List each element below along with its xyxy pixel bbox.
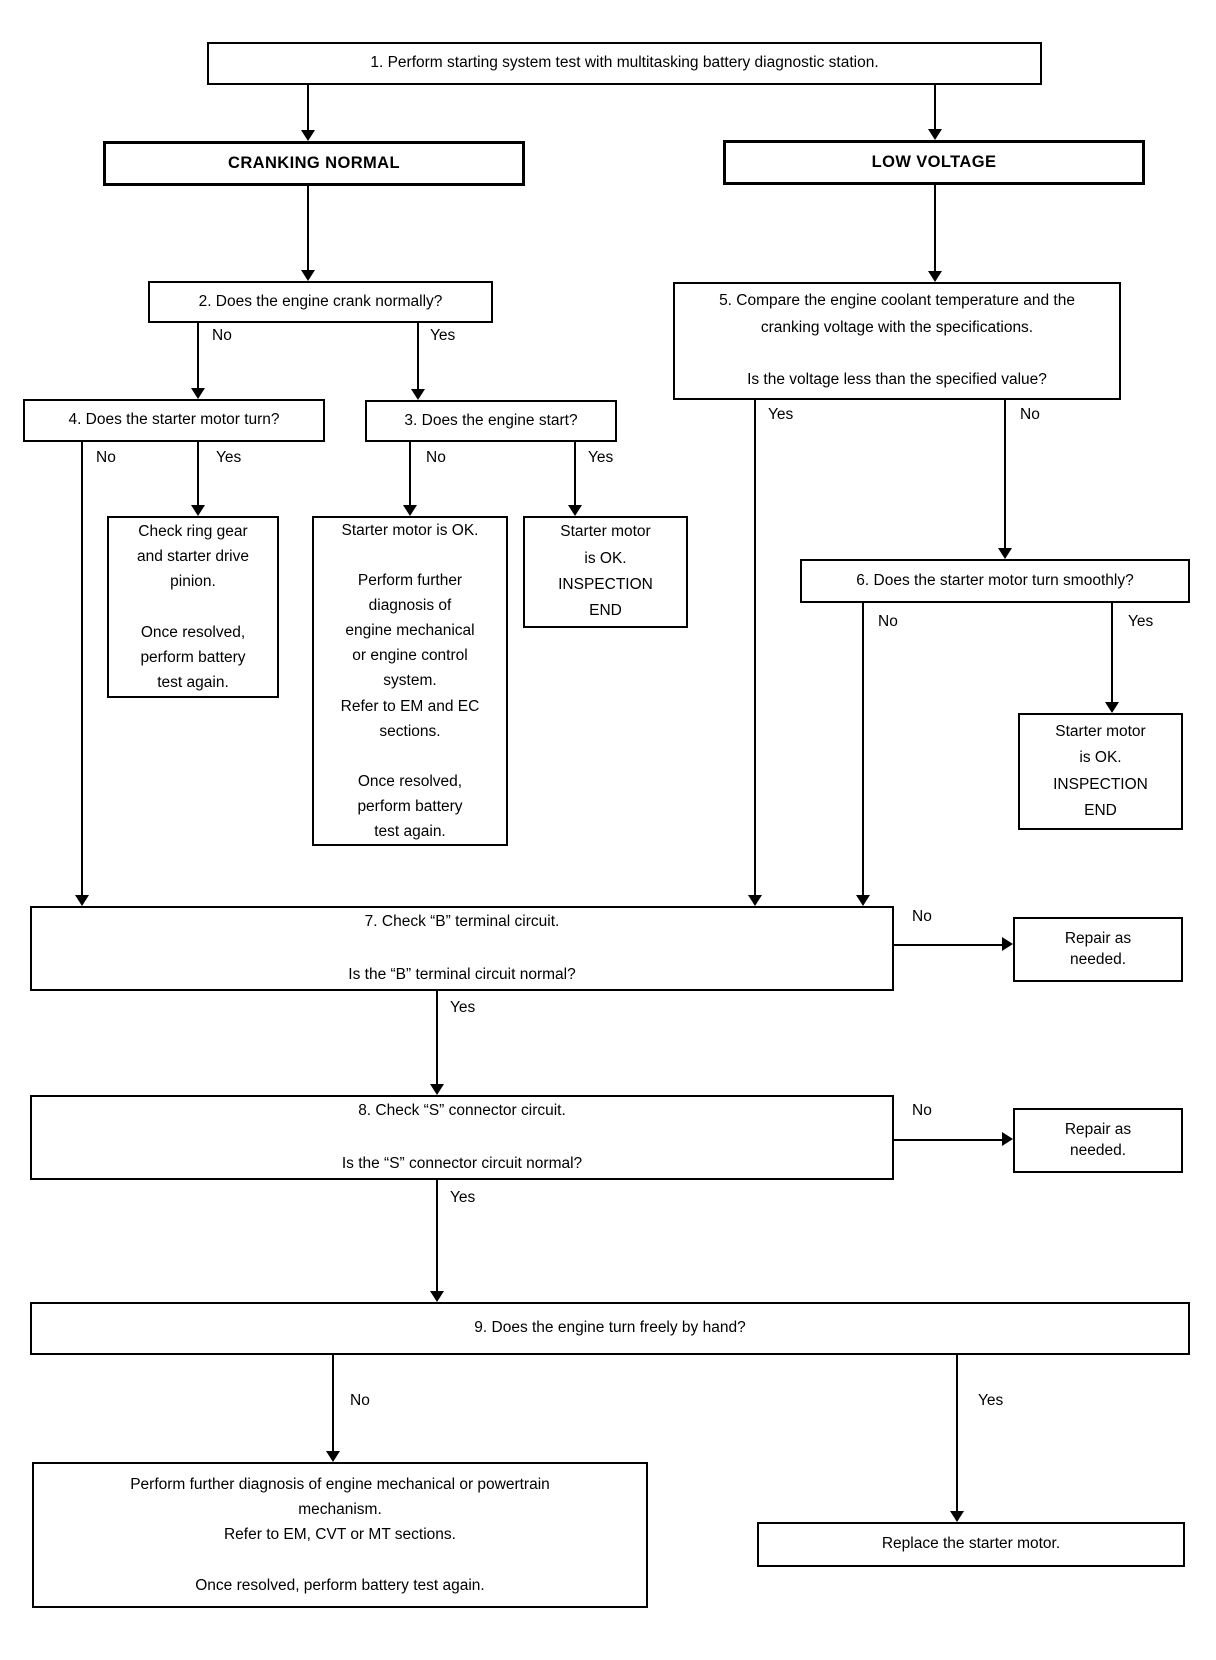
arrowhead-into-step2 xyxy=(301,270,315,281)
node-further-diagnosis: Perform further diagnosis of engine mech… xyxy=(32,1462,648,1608)
arrowhead-into-further-diagnosis xyxy=(326,1451,340,1462)
connector-step4-yes-to-ringgear xyxy=(197,442,199,505)
arrowhead-into-step6 xyxy=(998,548,1012,559)
connector-step3-no-to-diagnosis xyxy=(409,442,411,505)
arrowhead-into-cranking xyxy=(301,130,315,141)
arrowhead-into-step8 xyxy=(430,1084,444,1095)
node-check-ring-gear: Check ring gear and starter drive pinion… xyxy=(107,516,279,698)
branch-label-step5-yes: Yes xyxy=(768,406,794,423)
connector-step5-no-to-step6 xyxy=(1004,400,1006,548)
connector-step3-yes-to-inspection-center xyxy=(574,442,576,505)
node-replace-starter-motor: Replace the starter motor. xyxy=(757,1522,1185,1567)
arrowhead-into-step5 xyxy=(928,271,942,282)
connector-step8-yes-to-step9 xyxy=(436,1180,438,1291)
branch-label-step8-no: No xyxy=(912,1102,932,1119)
connector-step1-to-lowvoltage xyxy=(934,85,936,129)
branch-label-step3-no: No xyxy=(426,449,446,466)
connector-step2-no-to-step4 xyxy=(197,323,199,389)
node-step9: 9. Does the engine turn freely by hand? xyxy=(30,1302,1190,1355)
node-repair-s-connector: Repair as needed. xyxy=(1013,1108,1183,1173)
arrowhead-into-diagnosis xyxy=(403,505,417,516)
connector-step5-yes-to-step7 xyxy=(754,400,756,895)
node-step3: 3. Does the engine start? xyxy=(365,400,617,442)
node-step5: 5. Compare the engine coolant temperatur… xyxy=(673,282,1121,400)
branch-label-step7-yes: Yes xyxy=(450,999,476,1016)
branch-label-step9-no: No xyxy=(350,1392,370,1409)
node-step6: 6. Does the starter motor turn smoothly? xyxy=(800,559,1190,603)
arrowhead-into-lowvoltage xyxy=(928,129,942,140)
connector-step9-no-to-further-diagnosis xyxy=(332,1355,334,1451)
branch-label-step4-no: No xyxy=(96,449,116,466)
arrowhead-into-step4 xyxy=(191,388,205,399)
branch-label-step4-yes: Yes xyxy=(216,449,242,466)
arrowhead-step5yes-into-step7 xyxy=(748,895,762,906)
branch-label-step3-yes: Yes xyxy=(588,449,614,466)
node-step2: 2. Does the engine crank normally? xyxy=(148,281,493,323)
node-starter-ok-diagnosis: Starter motor is OK. Perform further dia… xyxy=(312,516,508,846)
connector-lowvoltage-to-step5 xyxy=(934,185,936,271)
arrowhead-into-inspection-right xyxy=(1105,702,1119,713)
connector-step8-no-to-repair xyxy=(894,1139,1002,1141)
branch-label-step2-yes: Yes xyxy=(430,327,456,344)
branch-label-step6-yes: Yes xyxy=(1128,613,1154,630)
branch-label-step7-no: No xyxy=(912,908,932,925)
connector-step4-no-to-step7 xyxy=(81,442,83,895)
node-starter-ok-inspection-end-center: Starter motor is OK. INSPECTION END xyxy=(523,516,688,628)
arrowhead-into-replace xyxy=(950,1511,964,1522)
node-starter-ok-inspection-end-right: Starter motor is OK. INSPECTION END xyxy=(1018,713,1183,830)
arrowhead-step6no-into-step7 xyxy=(856,895,870,906)
arrowhead-step4no-into-step7 xyxy=(75,895,89,906)
node-step8: 8. Check “S” connector circuit. Is the “… xyxy=(30,1095,894,1180)
node-step1: 1. Perform starting system test with mul… xyxy=(207,42,1042,85)
node-step7: 7. Check “B” terminal circuit. Is the “B… xyxy=(30,906,894,991)
arrowhead-into-step3 xyxy=(411,389,425,400)
arrowhead-into-repair-s xyxy=(1002,1132,1013,1146)
node-repair-b-terminal: Repair as needed. xyxy=(1013,917,1183,982)
node-low-voltage: LOW VOLTAGE xyxy=(723,140,1145,185)
connector-step6-yes-to-inspection-right xyxy=(1111,603,1113,702)
connector-step9-yes-to-replace xyxy=(956,1355,958,1511)
node-cranking-normal: CRANKING NORMAL xyxy=(103,141,525,186)
branch-label-step2-no: No xyxy=(212,327,232,344)
branch-label-step6-no: No xyxy=(878,613,898,630)
arrowhead-into-step9 xyxy=(430,1291,444,1302)
arrowhead-into-repair-b xyxy=(1002,937,1013,951)
connector-step2-yes-to-step3 xyxy=(417,323,419,389)
arrowhead-into-ringgear xyxy=(191,505,205,516)
connector-cranking-to-step2 xyxy=(307,186,309,270)
connector-step6-no-to-step7 xyxy=(862,603,864,895)
branch-label-step9-yes: Yes xyxy=(978,1392,1004,1409)
node-step4: 4. Does the starter motor turn? xyxy=(23,399,325,442)
arrowhead-into-inspection-center xyxy=(568,505,582,516)
branch-label-step5-no: No xyxy=(1020,406,1040,423)
connector-step1-to-cranking xyxy=(307,85,309,130)
connector-step7-yes-to-step8 xyxy=(436,991,438,1084)
connector-step7-no-to-repair xyxy=(894,944,1002,946)
branch-label-step8-yes: Yes xyxy=(450,1189,476,1206)
